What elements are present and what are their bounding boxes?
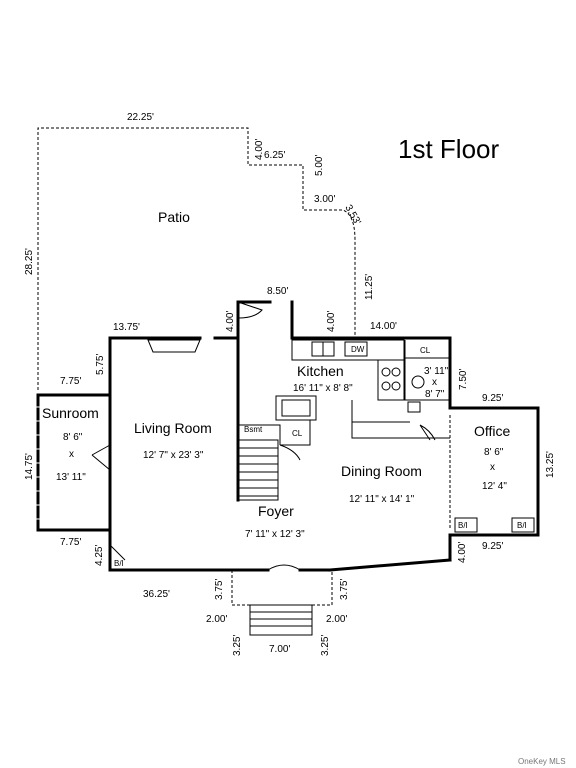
dining-room-label: Dining Room xyxy=(341,463,422,479)
dim-22-25: 22.25' xyxy=(127,112,154,123)
dim-4-00-c: 4.00' xyxy=(326,311,337,332)
sunroom-width: 8' 6" xyxy=(63,432,83,443)
dim-3-53: 3.53' xyxy=(342,203,362,227)
dim-4-00-b: 4.00' xyxy=(225,311,236,332)
dim-8-50: 8.50' xyxy=(267,286,288,297)
dim-14-00: 14.00' xyxy=(370,321,397,332)
dim-3-75-a: 3.75' xyxy=(214,579,225,600)
dim-13-75: 13.75' xyxy=(113,322,140,333)
bath-width: 3' 11" xyxy=(424,366,449,377)
sunroom-x: x xyxy=(69,449,74,460)
walls xyxy=(36,300,540,606)
bi-label-3: B/I xyxy=(114,559,124,568)
dim-9-25-a: 9.25' xyxy=(482,393,503,404)
dim-6-25: 6.25' xyxy=(264,150,285,161)
dim-4-25: 4.25' xyxy=(94,545,105,566)
dim-2-00-a: 2.00' xyxy=(206,614,227,625)
dining-room-size: 12' 11" x 14' 1" xyxy=(349,494,415,505)
bi-label-1: B/I xyxy=(458,521,468,530)
dim-3-00: 3.00' xyxy=(314,194,335,205)
dim-7-50: 7.50' xyxy=(458,369,469,390)
built-in-2 xyxy=(511,517,535,533)
dw-label: DW xyxy=(351,345,365,354)
living-room-size: 12' 7" x 23' 3" xyxy=(143,450,204,461)
dim-3-25-a: 3.25' xyxy=(232,635,243,656)
office-width: 8' 6" xyxy=(484,447,504,458)
stairs-icon xyxy=(237,439,279,501)
cl-label-1: CL xyxy=(420,346,431,355)
foyer-label: Foyer xyxy=(258,503,294,519)
kitchen-size: 16' 11" x 8' 8" xyxy=(293,383,353,394)
dim-36-25: 36.25' xyxy=(143,589,170,600)
dim-7-75-b: 7.75' xyxy=(60,537,81,548)
toilet-icon xyxy=(411,375,425,389)
credit-watermark: OneKey MLS xyxy=(518,757,566,766)
dim-4-00-d: 4.00' xyxy=(457,542,468,563)
dim-7-75-a: 7.75' xyxy=(60,376,81,387)
door-swings xyxy=(91,301,436,571)
dim-14-75: 14.75' xyxy=(24,453,35,480)
patio-outline xyxy=(37,127,356,390)
office-x: x xyxy=(490,462,495,473)
range-icon xyxy=(377,359,405,401)
living-room-label: Living Room xyxy=(134,420,212,436)
dim-9-25-b: 9.25' xyxy=(482,541,503,552)
kitchen-label: Kitchen xyxy=(297,363,344,379)
front-steps xyxy=(249,604,313,636)
dim-5-00: 5.00' xyxy=(314,155,325,176)
dim-3-25-b: 3.25' xyxy=(320,635,331,656)
fireplace-icon xyxy=(147,339,201,353)
sunroom-label: Sunroom xyxy=(42,405,99,421)
dim-3-75-b: 3.75' xyxy=(339,579,350,600)
bi-label-2: B/I xyxy=(517,521,527,530)
dim-2-00-b: 2.00' xyxy=(326,614,347,625)
office-label: Office xyxy=(474,423,511,439)
bath-x: x xyxy=(432,377,437,388)
built-in-1 xyxy=(454,517,478,533)
foyer-size: 7' 11" x 12' 3" xyxy=(245,529,305,540)
bath-length: 8' 7" xyxy=(425,389,445,400)
dim-13-25: 13.25' xyxy=(545,451,556,478)
cl-label-2: CL xyxy=(292,429,303,438)
sunroom-length: 13' 11" xyxy=(56,472,86,483)
floor-title: 1st Floor xyxy=(398,134,499,164)
bsmt-label: Bsmt xyxy=(244,425,263,434)
dim-28-25: 28.25' xyxy=(24,248,35,275)
dim-4-00-a: 4.00' xyxy=(254,139,265,160)
vanity-icon xyxy=(407,401,421,413)
patio-label: Patio xyxy=(158,209,190,225)
dim-7-00: 7.00' xyxy=(269,644,290,655)
dim-11-25: 11.25' xyxy=(364,274,375,300)
dim-5-75: 5.75' xyxy=(95,354,106,375)
dishwasher-icon xyxy=(344,341,368,357)
office-length: 12' 4" xyxy=(482,481,507,492)
